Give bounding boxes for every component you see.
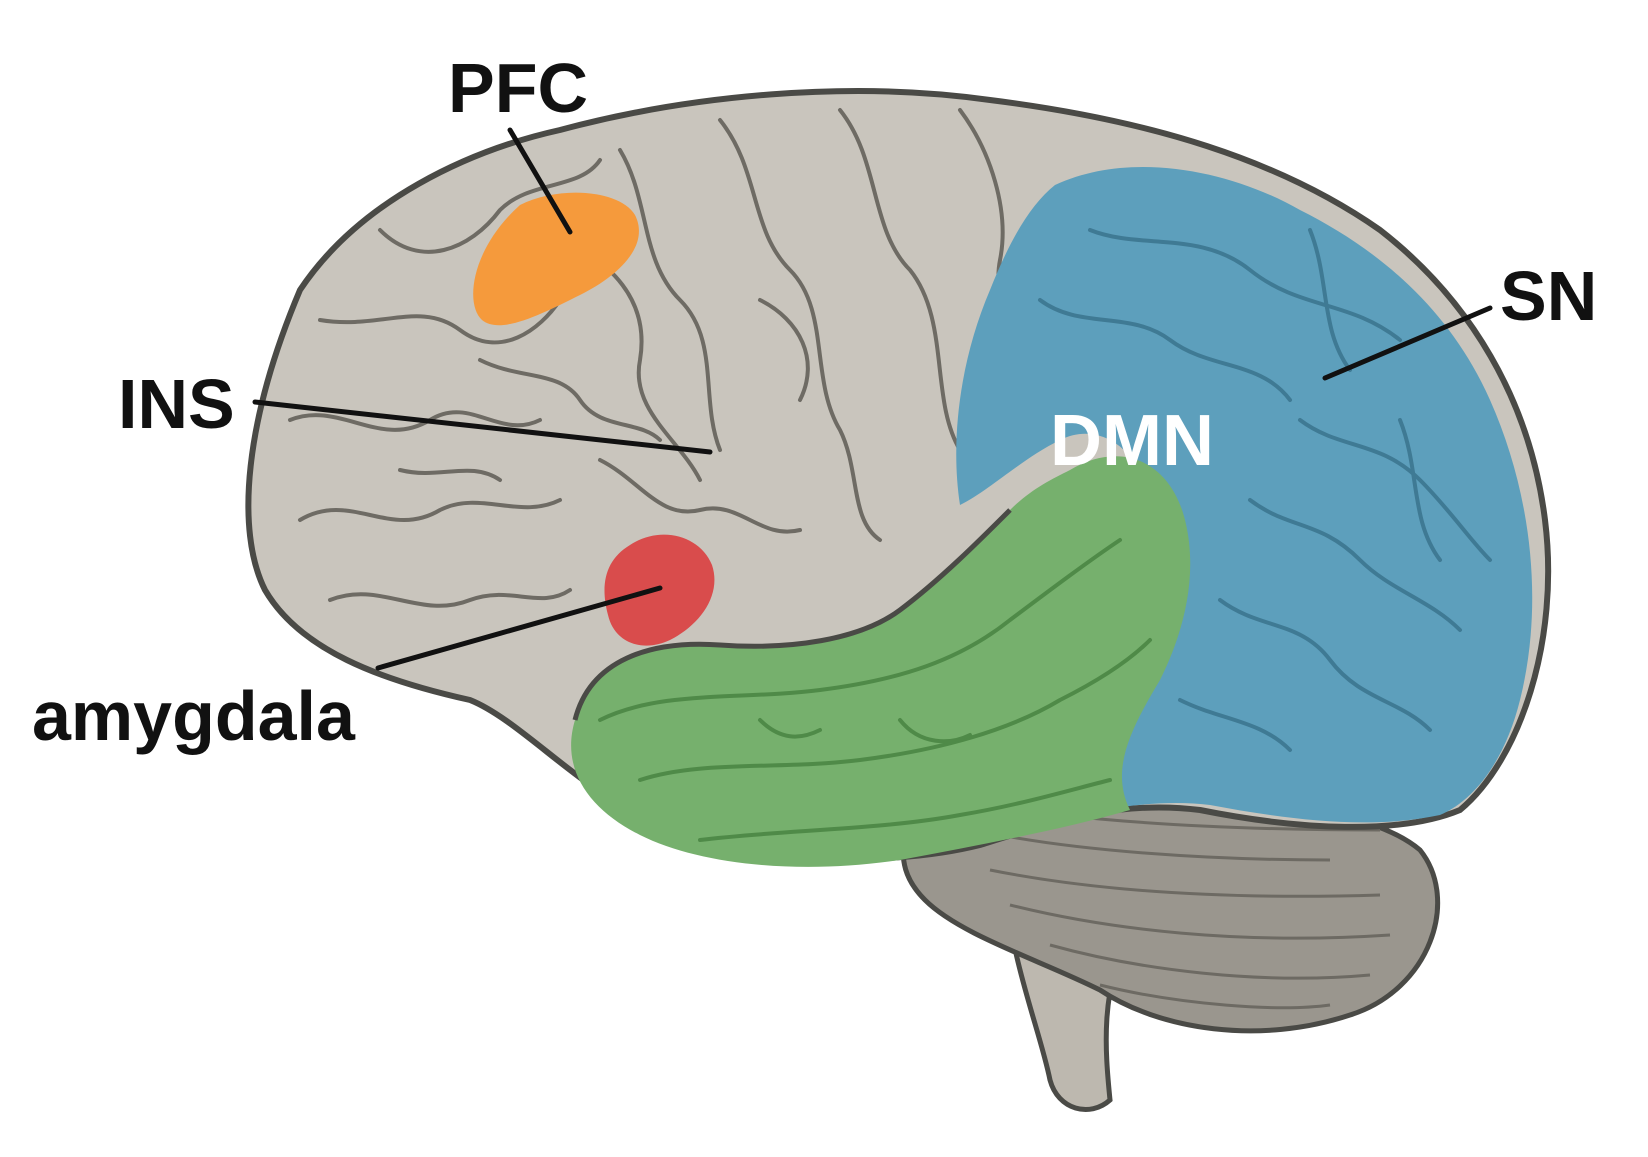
temporal-lobe-outline bbox=[572, 508, 1012, 721]
amygdala-leader-line bbox=[375, 585, 663, 671]
sn-label: SN bbox=[1500, 257, 1597, 335]
pfc-region bbox=[473, 192, 639, 326]
pfc-leader-line bbox=[507, 127, 573, 235]
ins-leader-line bbox=[252, 399, 713, 455]
dmn-gyri bbox=[598, 538, 1152, 842]
pfc-label: PFC bbox=[448, 49, 588, 127]
dmn-region bbox=[571, 456, 1191, 867]
cortex-gyri bbox=[288, 108, 1024, 608]
ins-label: INS bbox=[118, 365, 235, 443]
dmn-label: DMN bbox=[1050, 401, 1214, 481]
amygdala-label: amygdala bbox=[32, 677, 356, 755]
sn-leader-line bbox=[1322, 305, 1493, 381]
sn-gyri bbox=[1038, 228, 1492, 752]
